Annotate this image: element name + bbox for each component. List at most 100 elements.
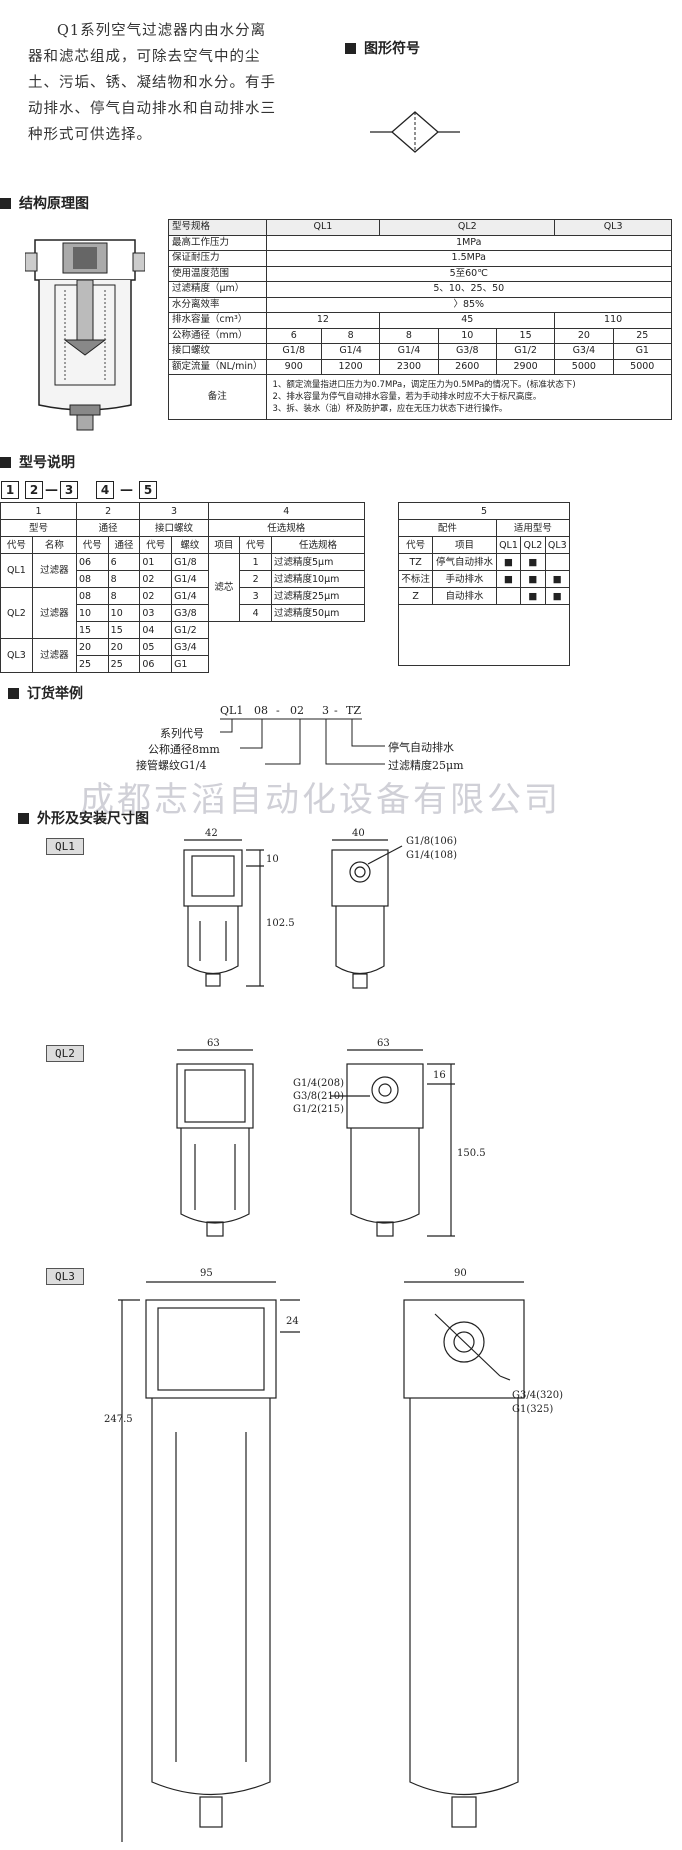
code-box: 5 (139, 481, 157, 499)
spec-value: G1/8 (265, 343, 322, 360)
group-num: 2 (75, 502, 141, 520)
thread-value: G1/8 (171, 553, 209, 571)
ql2-label: QL2 (46, 1045, 84, 1062)
spec-value: 2300 (379, 358, 439, 375)
order-label-series: 系列代号 (160, 727, 204, 740)
order-leader-lines (220, 718, 385, 765)
code-dash: — (45, 482, 58, 498)
model-heading: 型号说明 (0, 452, 75, 472)
table-row: 水分离效率〉85% (168, 296, 673, 313)
ql3-total-height: 247.5 (104, 1414, 133, 1425)
note-line: 1、额定流量指进口压力为0.7MPa，调定压力为0.5MPa的情况下。(标准状态… (272, 380, 576, 390)
bore-code: 20 (75, 638, 109, 656)
fit-mark: ■ (544, 587, 571, 605)
thread-code: 06 (139, 655, 173, 673)
bore-code: 15 (75, 621, 109, 639)
bore-code: 25 (75, 655, 109, 673)
spec-value: 1MPa (265, 234, 673, 251)
filter-item: 滤芯 (207, 553, 241, 622)
dimensions-heading: 外形及安装尺寸图 (18, 808, 149, 828)
spec-label: 额定流量（NL/min） (168, 358, 267, 375)
empty-cell (207, 621, 365, 673)
type-name: 过滤器 (31, 553, 77, 588)
group-head: 配件 (398, 519, 497, 537)
table-row: 公称通径（mm） 6 8 8 10 15 20 25 (168, 327, 673, 344)
ql1-port-1: G1/8(106) (406, 836, 457, 847)
bullet-square-icon (345, 42, 356, 54)
sub-head: 任选规格 (270, 536, 366, 554)
table-row: 代号 名称 代号 通径 代号 螺纹 项目 代号 任选规格 (0, 536, 366, 554)
thread-code: 02 (139, 570, 173, 588)
thread-value: G1 (171, 655, 209, 673)
spec-value: 110 (554, 312, 672, 329)
ql3-width-right: 90 (454, 1268, 467, 1279)
ql1-drawing: 42 10 102.5 40 G1/8(106) G1/4(108) (183, 828, 457, 989)
bore-value: 20 (107, 638, 141, 656)
sub-head: 代号 (397, 536, 434, 554)
spec-value: 900 (265, 358, 322, 375)
code-box: 2 (25, 481, 43, 499)
bullet-square-icon (18, 812, 29, 824)
acc-code: TZ (397, 553, 434, 571)
option-value: 过滤精度25μm (270, 587, 366, 605)
group-num: 3 (139, 502, 209, 520)
thread-code: 04 (139, 621, 173, 639)
spec-value: 2600 (437, 358, 497, 375)
acc-item: 自动排水 (432, 587, 497, 605)
sub-head: 名称 (31, 536, 77, 554)
ql1-width-left: 42 (205, 828, 218, 839)
ql2-drawing: 63 63 16 150.5 G1/4(208) G3/8(210) G1/2(… (176, 1038, 486, 1237)
type-code: QL2 (0, 587, 33, 639)
type-name: 过滤器 (31, 587, 77, 639)
table-row: QL1 过滤器 06 6 01 G1/8 滤芯 1 过滤精度5μm (0, 553, 366, 622)
option-code: 2 (239, 570, 272, 588)
fit-mark: ■ (520, 587, 546, 605)
spec-header-cell: 型号规格 (168, 219, 267, 236)
intro-text: Q1系列空气过滤器内由水分离器和滤芯组成，可除去空气中的尘土、污垢、锈、凝结物和… (28, 23, 276, 143)
ql2-width-right: 63 (377, 1038, 390, 1049)
type-name: 过滤器 (31, 638, 77, 673)
spec-value: 2900 (495, 358, 556, 375)
acc-code: Z (397, 587, 434, 605)
order-heading: 订货举例 (8, 683, 83, 703)
thread-code: 02 (139, 587, 173, 605)
spec-label: 水分离效率 (168, 296, 267, 313)
sub-head: 代号 (0, 536, 33, 554)
spec-value: G3/8 (437, 343, 497, 360)
spec-value: 5、10、25、50 (265, 281, 673, 298)
spec-label: 最高工作压力 (168, 234, 267, 251)
table-row (398, 604, 570, 666)
order-label-bore: 公称通径8mm (148, 743, 220, 756)
code-dash: — (120, 482, 133, 498)
watermark: 成都志滔自动化设备有限公司 (80, 780, 561, 820)
empty-cell (398, 604, 570, 666)
ql2-width-left: 63 (207, 1038, 220, 1049)
type-code: QL1 (0, 553, 33, 588)
bore-code: 08 (75, 570, 109, 588)
symbol-heading: 图形符号 (345, 38, 420, 58)
option-value: 过滤精度5μm (270, 553, 366, 571)
spec-value: 5至60℃ (265, 265, 673, 282)
fit-mark (495, 587, 522, 605)
thread-value: G3/8 (171, 604, 209, 622)
order-label-precision: 过滤精度25μm (388, 759, 464, 772)
sub-head: 代号 (75, 536, 109, 554)
bullet-square-icon (0, 456, 11, 468)
ql2-total-height: 150.5 (457, 1148, 486, 1159)
fit-mark: ■ (520, 570, 546, 588)
ql1-port-2: G1/4(108) (406, 850, 457, 861)
thread-value: G1/4 (171, 570, 209, 588)
table-row: 接口螺纹 G1/8 G1/4 G1/4 G3/8 G1/2 G3/4 G1 (168, 343, 673, 360)
bullet-square-icon (8, 687, 19, 699)
order-code-part: QL1 (220, 704, 244, 717)
table-row: 5 (398, 502, 570, 520)
ql2-port-3: G1/2(215) (293, 1104, 344, 1115)
sub-head: 项目 (432, 536, 497, 554)
bore-value: 8 (107, 587, 141, 605)
order-code-part: - (276, 704, 280, 717)
thread-code: 03 (139, 604, 173, 622)
ql3-port-2: G1(325) (512, 1404, 553, 1415)
sub-head: QL3 (544, 536, 571, 554)
spec-value: 〉85% (265, 296, 673, 313)
